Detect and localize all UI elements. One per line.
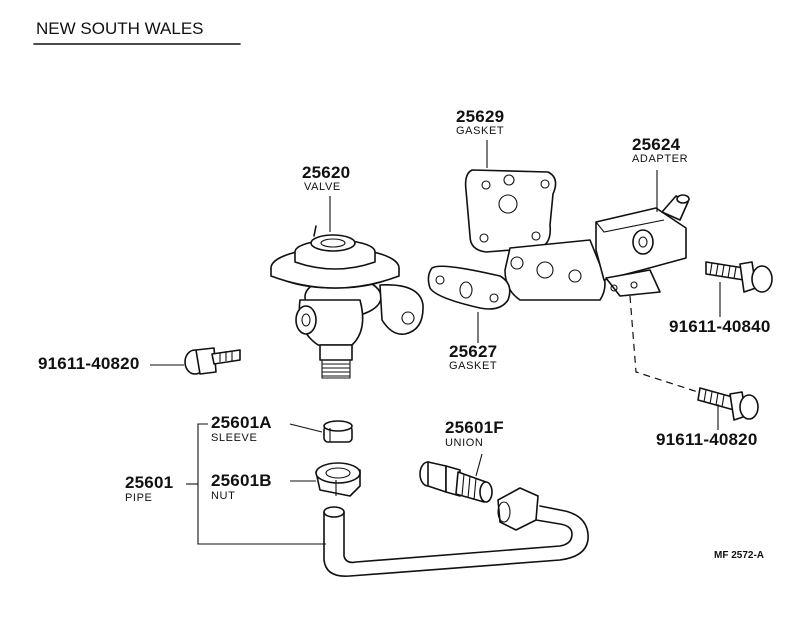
gasket-25627-illustration [427,265,511,310]
adapter-name: ADAPTER [632,153,689,165]
bolt-40840-number: 91611-40840 [669,317,771,336]
sleeve-name: SLEEVE [211,432,258,444]
page-title: NEW SOUTH WALES [36,19,204,38]
pipe-illustration [323,487,589,577]
valve-number: 25620 [302,163,351,182]
nut-number: 25601B [211,471,272,490]
bolt-40840-illustration [705,261,773,293]
valve-name: VALVE [304,181,341,193]
nut-name: NUT [211,490,236,502]
gasket-25629-number: 25629 [456,107,505,126]
gasket-25627-number: 25627 [449,342,498,361]
union-name: UNION [445,437,484,449]
bolt-40820-right-number: 91611-40820 [656,430,758,449]
dashed-install-line [629,295,699,393]
nut-illustration [315,462,361,497]
pipe-name: PIPE [125,492,153,504]
bolt-40820-right-illustration [697,387,759,421]
pipe-number: 25601 [125,473,174,492]
figure-code: MF 2572-A [714,550,765,561]
sleeve-number: 25601A [211,413,272,432]
bolt-40820-left-illustration [184,347,241,375]
union-number: 25601F [445,418,504,437]
bolt-40820-left-number: 91611-40820 [38,354,140,373]
adapter-illustration [504,194,690,301]
gasket-25629-illustration [464,169,557,253]
gasket-25629-name: GASKET [456,125,505,137]
sleeve-leader [289,423,323,433]
union-leader [475,453,483,477]
union-illustration [419,461,493,503]
valve-illustration [270,225,424,379]
gasket-25627-name: GASKET [449,360,498,372]
sleeve-illustration [323,420,353,443]
adapter-number: 25624 [632,135,681,154]
